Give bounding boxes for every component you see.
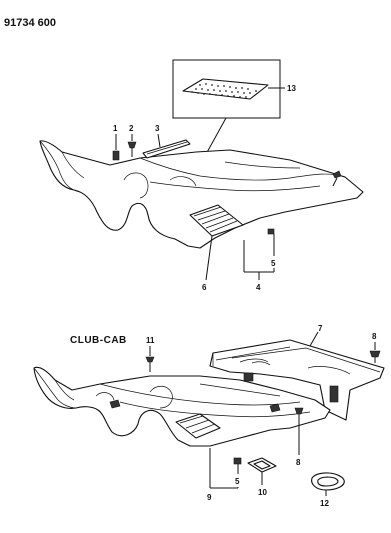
front-floor-carpet: [39, 140, 364, 249]
club-tunnel-accent-2: [269, 403, 281, 413]
grommet-12-inner: [317, 476, 339, 487]
screw-1: [112, 150, 120, 161]
club-tunnel-upper: [99, 383, 301, 406]
club-heel-pad: [175, 413, 221, 439]
leader-3: [157, 133, 161, 148]
club-hump-far-left: [95, 392, 115, 401]
diagram-part-number: 91734 600: [4, 17, 56, 29]
callout-4: 4: [256, 283, 261, 292]
inset-box-13: [172, 59, 281, 119]
club-tunnel-lower: [119, 401, 311, 418]
rear-carpet-crease: [215, 346, 291, 361]
heel-pad-hatch: [193, 206, 238, 233]
callout-10: 10: [258, 488, 267, 497]
screw-11-head: [145, 356, 155, 363]
clip-5-bottom: [233, 457, 242, 465]
clip-8-right-head: [369, 350, 381, 358]
callout-11: 11: [146, 336, 155, 345]
leader-7: [309, 331, 319, 347]
wheel-hump-left: [123, 172, 149, 199]
callout-5-top: 5: [271, 259, 276, 268]
rear-carpet-notch-right: [329, 385, 339, 403]
club-heel-pad-line-3: [191, 423, 216, 434]
callout-1: 1: [113, 124, 118, 133]
insulator-pad-dots: [191, 83, 257, 98]
club-cab-front-carpet: [33, 366, 331, 447]
callout-6: 6: [202, 283, 207, 292]
left-panel-crease: [61, 151, 85, 179]
rear-carpet-ridge: [231, 347, 381, 373]
club-cab-floor-carpet-assembly: 11 7 8 8 5 9 10 12: [33, 324, 385, 508]
callout-13: 13: [287, 84, 296, 93]
callout-5-bottom: 5: [235, 477, 240, 486]
callout-2: 2: [129, 124, 134, 133]
club-tunnel-accent-1: [109, 399, 121, 409]
leader-13-to-floor: [204, 117, 227, 157]
callout-8-right: 8: [372, 332, 377, 341]
center-hump: [169, 176, 197, 187]
club-tunnel-ridge: [199, 383, 281, 397]
rear-carpet-hump: [239, 358, 269, 363]
club-front-left-crease: [54, 379, 75, 401]
callout-12: 12: [320, 499, 329, 508]
plug-10-inner: [253, 460, 271, 470]
callout-9: 9: [207, 493, 212, 502]
tunnel-lower: [149, 181, 321, 192]
rear-carpet-pad: [307, 366, 351, 375]
callout-8-center: 8: [296, 458, 301, 467]
club-front-left-edge: [33, 367, 77, 409]
tunnel-upper: [139, 157, 346, 181]
left-panel-edge: [39, 140, 81, 193]
screw-right-shaft: [332, 177, 338, 187]
club-cab-label: CLUB-CAB: [70, 335, 127, 346]
callout-7: 7: [318, 324, 323, 333]
clip-5-top: [267, 228, 275, 235]
top-floor-carpet-assembly: 13 1 2: [39, 59, 364, 292]
rear-carpet-hump-2: [251, 361, 271, 366]
clip-2-head: [127, 141, 137, 149]
tunnel-top-ridge: [224, 161, 301, 169]
clip-8-center-head: [294, 407, 304, 415]
leader-6: [205, 235, 213, 281]
club-heel-pad-line-1: [179, 415, 204, 424]
callout-3: 3: [155, 124, 160, 133]
sill-plate-3-detail: [146, 141, 188, 155]
club-heel-pad-line-2: [185, 419, 210, 429]
club-hump-left: [149, 385, 173, 409]
screw-right-top: [332, 170, 342, 179]
rear-carpet-notch-left: [243, 372, 254, 382]
